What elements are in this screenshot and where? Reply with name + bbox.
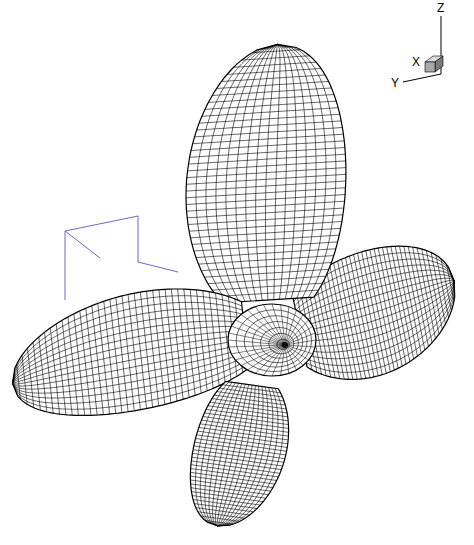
blade xyxy=(186,44,346,303)
axis-label: Z xyxy=(437,2,444,14)
axis-label: Y xyxy=(391,77,399,89)
axis-label: X xyxy=(412,56,420,68)
blade xyxy=(190,381,288,526)
hub xyxy=(228,304,316,376)
axis-triad xyxy=(403,16,443,82)
bounding-box-lines xyxy=(65,216,178,300)
propeller-blades xyxy=(13,44,455,526)
